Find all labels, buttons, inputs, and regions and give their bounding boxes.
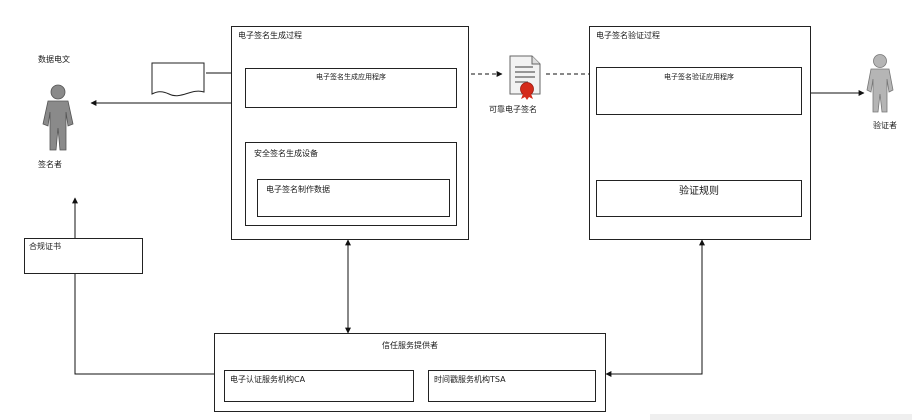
- reliable-signature-label: 可靠电子签名: [489, 105, 537, 114]
- person-verifier-icon: [866, 54, 894, 113]
- generation-app-label: 电子签名生成应用程序: [316, 73, 386, 81]
- tsa-box: 时间戳服务机构TSA: [428, 370, 596, 402]
- compliance-cert-label: 合规证书: [29, 242, 61, 251]
- ca-box: 电子认证服务机构CA: [224, 370, 414, 402]
- verification-title: 电子签名验证过程: [596, 31, 660, 40]
- compliance-cert-box: 合规证书: [24, 238, 143, 274]
- bottom-right-shade: [650, 414, 912, 420]
- verification-rules-box: 验证规则: [596, 180, 802, 217]
- verification-rules-label: 验证规则: [679, 186, 719, 197]
- signature-data-label: 电子签名制作数据: [266, 185, 330, 194]
- verification-app-box: 电子签名验证应用程序: [596, 67, 802, 115]
- signer-top-label: 数据电文: [38, 55, 70, 64]
- tsa-label: 时间戳服务机构TSA: [434, 375, 506, 384]
- edge-trust-verification: [605, 239, 705, 377]
- signer-label: 签名者: [38, 160, 62, 169]
- verification-app-label: 电子签名验证应用程序: [664, 73, 734, 81]
- document-icon: [151, 62, 205, 97]
- generation-app-box: 电子签名生成应用程序: [245, 68, 457, 108]
- certificate-seal-icon: [509, 55, 541, 100]
- signature-data-box: 电子签名制作数据: [257, 179, 450, 217]
- person-signer-icon: [42, 84, 74, 151]
- generation-title: 电子签名生成过程: [238, 31, 302, 40]
- signature-device-label: 安全签名生成设备: [254, 149, 318, 158]
- trust-provider-title: 信任服务提供者: [382, 341, 438, 350]
- ca-label: 电子认证服务机构CA: [230, 375, 306, 384]
- edge-ca-to-cert: [74, 274, 224, 375]
- verifier-label: 验证者: [873, 121, 897, 130]
